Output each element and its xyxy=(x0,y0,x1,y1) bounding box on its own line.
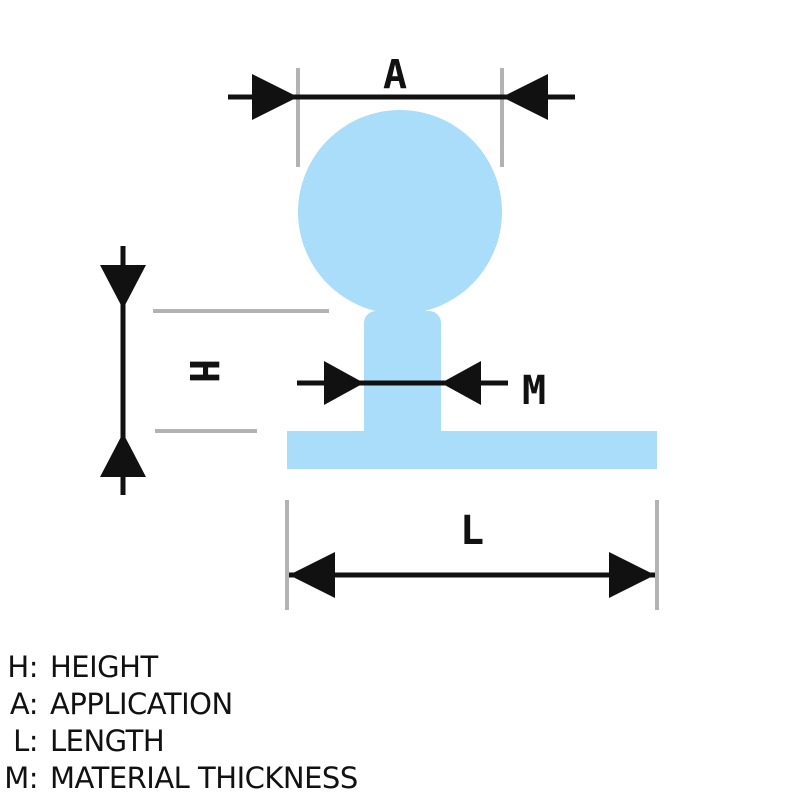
dimension-a: A xyxy=(228,52,575,120)
dimension-m: M xyxy=(297,361,546,414)
m-label: M xyxy=(522,368,546,414)
m-left-arrow xyxy=(324,361,364,405)
legend-text-material-thickness: MATERIAL THICKNESS xyxy=(50,761,358,795)
l-left-arrow xyxy=(289,552,335,598)
a-right-arrow xyxy=(502,74,548,120)
l-right-arrow xyxy=(609,552,655,598)
dimension-l: L xyxy=(289,508,655,598)
legend-text-application: APPLICATION xyxy=(50,687,233,721)
m-right-arrow xyxy=(441,361,481,405)
part-shape xyxy=(287,110,657,469)
legend-key-material-thickness: M: xyxy=(4,761,38,795)
legend-text-length: LENGTH xyxy=(50,724,164,758)
legend-key-length: L: xyxy=(13,724,38,758)
h-label: H xyxy=(180,359,226,383)
h-bottom-arrow xyxy=(100,433,146,477)
h-top-arrow xyxy=(100,265,146,309)
legend-key-application: A: xyxy=(10,687,38,721)
dimension-h: H xyxy=(100,246,226,495)
ball-head xyxy=(298,110,502,314)
a-label: A xyxy=(383,52,407,98)
legend-text-height: HEIGHT xyxy=(50,650,158,684)
legend-key-height: H: xyxy=(7,650,38,684)
legend: H: HEIGHT A: APPLICATION L: LENGTH M: MA… xyxy=(4,650,358,795)
l-label: L xyxy=(460,508,484,554)
extension-lines xyxy=(153,68,659,610)
a-left-arrow xyxy=(252,74,298,120)
base-plate xyxy=(287,431,657,469)
